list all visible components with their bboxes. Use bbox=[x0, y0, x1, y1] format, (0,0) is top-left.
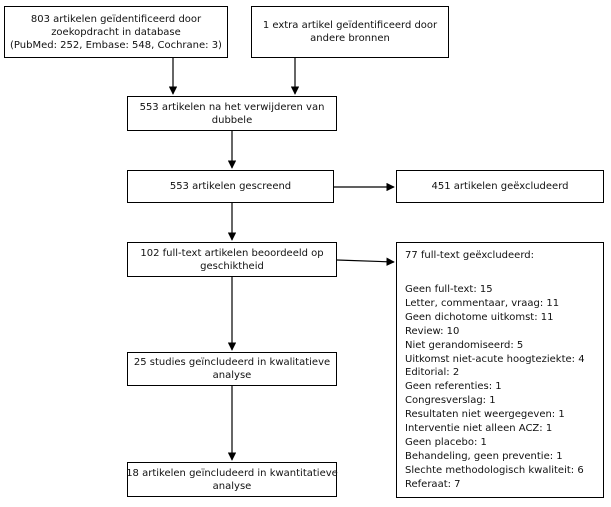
exclusion-reason: Niet gerandomiseerd: 5 bbox=[405, 339, 524, 351]
exclusion-reason: Congresverslag: 1 bbox=[405, 395, 496, 407]
exclusion-reason: Geen placebo: 1 bbox=[405, 436, 487, 448]
qualitative-line-2: analyse bbox=[212, 370, 252, 381]
exclusion-reason: Referaat: 7 bbox=[405, 478, 461, 490]
exclusion-reason: Editorial: 2 bbox=[405, 367, 460, 379]
qualitative-line-1: 25 studies geïncludeerd in kwalitatieve bbox=[133, 357, 331, 368]
screened-box: 553 artikelen gescreend bbox=[127, 170, 334, 203]
search-line-1: 803 artikelen geïdentificeerd door bbox=[30, 13, 202, 25]
excluded-box: 451 artikelen geëxcludeerd bbox=[396, 170, 604, 203]
quantitative-line-2: analyse bbox=[212, 480, 252, 492]
dedup-line-2: dubbele bbox=[211, 114, 253, 126]
fulltext-excluded-box: 77 full-text geëxcludeerd: Geen full-tex… bbox=[396, 242, 604, 498]
exclusion-reason: Letter, commentaar, vraag: 11 bbox=[405, 297, 560, 309]
quantitative-line-1: 18 artikelen geïncludeerd in kwantitatie… bbox=[126, 467, 338, 479]
dedup-line-1: 553 artikelen na het verwijderen van bbox=[139, 101, 325, 113]
fulltext-assessed-box: 102 full-text artikelen beoordeeld op ge… bbox=[127, 242, 337, 277]
exclusion-reason: Slechte methodologisch kwaliteit: 6 bbox=[405, 464, 584, 476]
other-line-2: andere bronnen bbox=[310, 33, 390, 44]
excluded-line-1: 451 artikelen geëxcludeerd bbox=[431, 181, 569, 192]
quantitative-included-box: 18 artikelen geïncludeerd in kwantitatie… bbox=[126, 462, 338, 497]
exclusion-reason: Review: 10 bbox=[405, 325, 460, 337]
other-sources-box: 1 extra artikel geïdentificeerd door and… bbox=[251, 6, 449, 58]
exclusion-reason: Geen full-text: 15 bbox=[405, 284, 493, 295]
exclusion-reason: Behandeling, geen preventie: 1 bbox=[405, 450, 563, 462]
exclusion-reason: Interventie niet alleen ACZ: 1 bbox=[405, 423, 553, 435]
fulltext-excluded-title: 77 full-text geëxcludeerd: bbox=[405, 250, 534, 261]
exclusion-reasons-list: Geen full-text: 15 Letter, commentaar, v… bbox=[405, 283, 595, 492]
screened-line-1: 553 artikelen gescreend bbox=[169, 181, 292, 192]
exclusion-reason: Geen dichotome uitkomst: 11 bbox=[405, 311, 554, 323]
qualitative-included-box: 25 studies geïncludeerd in kwalitatieve … bbox=[127, 352, 337, 386]
search-line-3: (PubMed: 252, Embase: 548, Cochrane: 3) bbox=[10, 39, 222, 51]
fulltext-line-2: geschiktheid bbox=[200, 260, 264, 272]
other-line-1: 1 extra artikel geïdentificeerd door bbox=[262, 20, 438, 31]
exclusion-reason: Geen referenties: 1 bbox=[405, 381, 502, 393]
search-identified-box: 803 artikelen geïdentificeerd door zoeko… bbox=[4, 6, 228, 58]
after-dedup-box: 553 artikelen na het verwijderen van dub… bbox=[127, 96, 337, 131]
search-line-2: zoekopdracht in database bbox=[51, 26, 181, 38]
exclusion-reason: Resultaten niet weergegeven: 1 bbox=[405, 409, 565, 421]
arrow-fulltext-to-reasons bbox=[336, 257, 395, 266]
fulltext-line-1: 102 full-text artikelen beoordeeld op bbox=[140, 247, 324, 259]
exclusion-reason: Uitkomst niet-acute hoogteziekte: 4 bbox=[405, 353, 585, 365]
